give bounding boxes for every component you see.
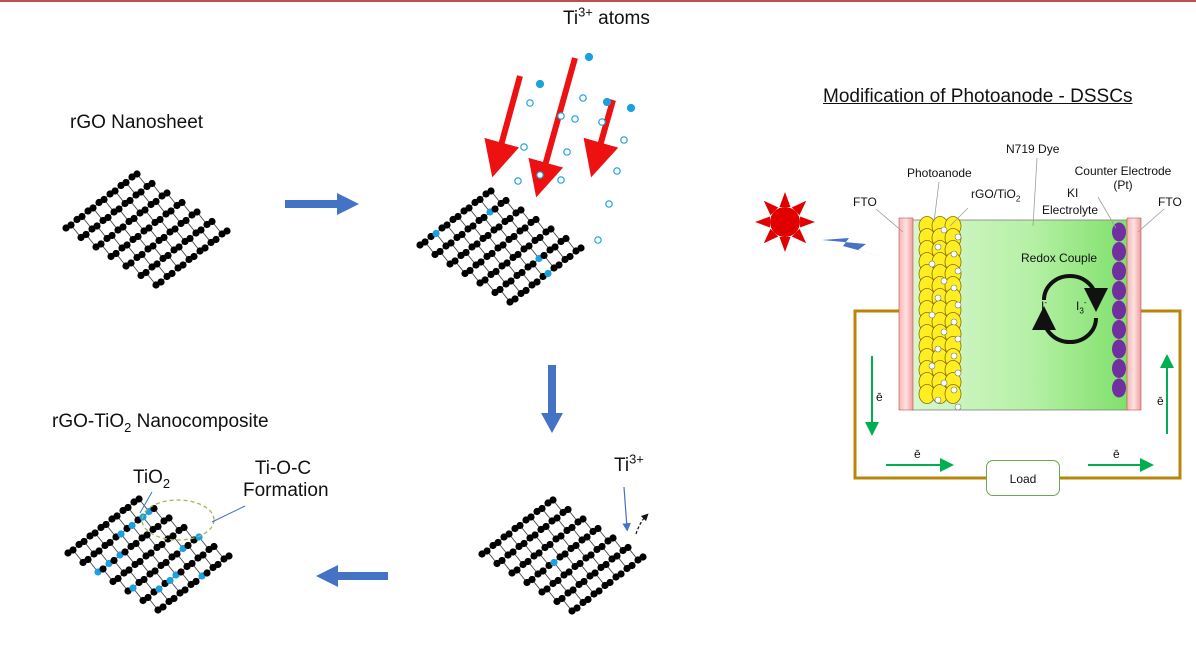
ki-label: KI: [1067, 186, 1079, 200]
electrolyte-label: Electrolyte: [1042, 203, 1099, 217]
rgo-tio2-label: rGO/TiO2: [971, 187, 1021, 204]
electron-label-right: ē: [1157, 394, 1164, 408]
ti3-atoms-label: Ti3+ atoms: [563, 4, 650, 29]
ti-atom-particles: [514, 52, 636, 244]
electron-label-left: ē: [876, 390, 883, 404]
ti-atom-rays: [484, 57, 619, 198]
process-arrow-left: [316, 565, 388, 587]
electron-flow-arrows: [865, 354, 1174, 472]
top-border-line: [0, 0, 1196, 2]
dssc-title: Modification of Photoanode - DSSCs: [823, 86, 1133, 107]
ti3-ion-label: Ti3+: [614, 451, 644, 476]
rgo-nanosheet-lattice: [62, 170, 231, 289]
process-arrow-right: [285, 193, 359, 215]
photoanode-label: Photoanode: [907, 166, 972, 180]
tio2-label: TiO2: [133, 467, 171, 491]
fto-left-plate: [898, 217, 914, 411]
iodide-label: I-: [1041, 298, 1048, 313]
rgo-sheet-with-ti-lattice: [416, 187, 585, 306]
fto-right-label: FTO: [1158, 195, 1182, 209]
sun-icon: [755, 192, 815, 252]
rgo-tio2-composite-lattice: [64, 495, 233, 614]
ti-escape-arrow: [635, 513, 649, 535]
lightning-icon: [822, 238, 887, 258]
dssc-leader-lines: [875, 157, 1165, 233]
triiodide-label: I3-: [1076, 298, 1087, 316]
electron-label-bottom-right: ē: [1113, 447, 1120, 461]
photoanode-particles: [918, 216, 962, 411]
tioc-callout-line: [211, 505, 246, 523]
fto-right-plate: [1126, 217, 1142, 411]
electron-label-bottom-left: ē: [914, 447, 921, 461]
pt-counter-electrode-particles: [1112, 222, 1126, 398]
counter-electrode-label: Counter Electrode(Pt): [1074, 164, 1172, 192]
n719-dye-label: N719 Dye: [1006, 142, 1060, 156]
fto-left-label: FTO: [853, 195, 877, 209]
external-circuit-wire: [853, 309, 1182, 480]
rgo-tio2-nanocomposite-label: rGO-TiO2 Nanocomposite: [52, 411, 269, 435]
rgo-nanosheet-label: rGO Nanosheet: [70, 112, 204, 133]
redox-cycle-arrows: [1032, 274, 1108, 344]
tio2-callout-line: [139, 491, 153, 514]
load-box: Load: [986, 460, 1060, 496]
ti3-pointer-arrow: [622, 486, 631, 532]
ti-o-c-highlight-ellipse: [141, 499, 215, 541]
redox-couple-label: Redox Couple: [1021, 251, 1098, 265]
process-arrow-down: [541, 365, 563, 433]
rgo-ti-bonded-lattice: [478, 496, 647, 615]
